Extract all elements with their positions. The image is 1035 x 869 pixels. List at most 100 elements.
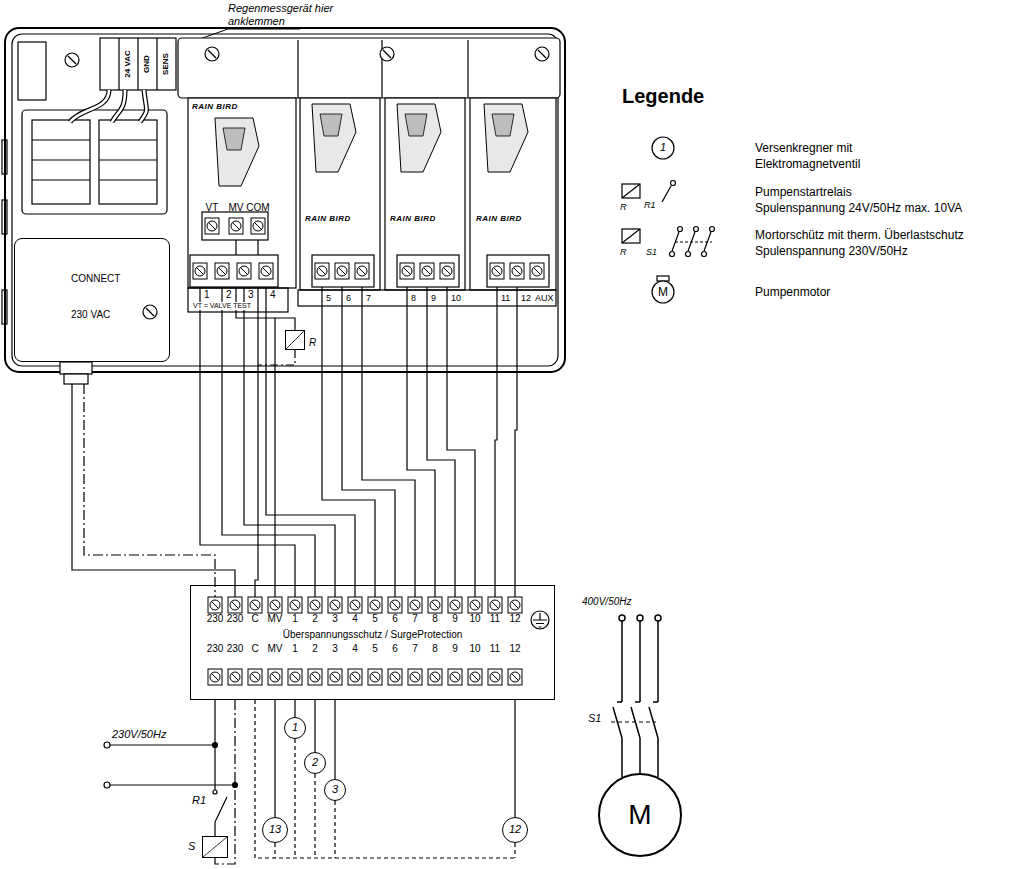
connect-box: CONNECT230 VAC — [14, 238, 170, 362]
terminal-label: 10 — [451, 293, 461, 304]
terminal-label: 230 — [227, 613, 244, 625]
terminal-label: 3 — [248, 289, 254, 301]
symbol-label: R — [620, 202, 627, 213]
valve-wire — [514, 700, 515, 817]
terminal-label: 2 — [312, 643, 318, 655]
surge-terminals — [208, 597, 549, 685]
valve-wire — [274, 700, 275, 817]
legend-text: Versenkregner mit Elektromagnetventil — [755, 140, 860, 172]
terminal-label: 11 — [490, 613, 500, 625]
terminal-label: 4 — [352, 643, 358, 655]
terminal-label: VT — [206, 202, 219, 214]
terminal-label: MV — [268, 613, 283, 625]
node-text: 12 — [509, 823, 521, 836]
symbol-label: S1 — [646, 247, 657, 258]
terminal-label: 5 — [326, 293, 331, 304]
terminal-label: 24 VAC — [123, 50, 133, 77]
terminal-label: 8 — [411, 293, 416, 304]
terminal-label: 4 — [352, 613, 358, 625]
legend-text: Mortorschütz mit therm. Überlastschutz S… — [755, 227, 964, 259]
node-text: 3 — [332, 783, 338, 796]
voltage-label: 400V/50Hz — [582, 596, 631, 608]
callout-number: 1 — [660, 141, 666, 154]
note-text: Regenmessgerät hier anklemmen — [228, 2, 333, 28]
terminal-label: 6 — [392, 613, 398, 625]
node-text: S — [188, 840, 195, 853]
control-wires — [72, 234, 517, 864]
legend-text: Pumpenstartrelais Spulenspannung 24V/50H… — [755, 184, 962, 216]
legend-heading: Legende — [622, 84, 704, 108]
terminal-label: GND — [142, 55, 152, 73]
pump-motor: M — [598, 773, 682, 857]
terminal-label: 12 — [509, 613, 520, 625]
terminal-label: 4 — [270, 289, 276, 301]
terminal-label: 9 — [431, 293, 436, 304]
valve-callout: 2 — [304, 752, 326, 774]
terminal-label: 2 — [226, 289, 232, 301]
valve-callout: 3 — [324, 779, 346, 801]
terminal-label: 230 — [227, 643, 244, 655]
terminal-label: 3 — [332, 643, 338, 655]
terminal-label: 5 — [372, 643, 378, 655]
terminal-label: 10 — [469, 613, 480, 625]
symbol-label: R1 — [644, 200, 656, 211]
terminal-label: MV — [229, 202, 244, 214]
terminal-label: 3 — [332, 613, 338, 625]
terminal-label: 1 — [292, 613, 298, 625]
terminal-label: 6 — [392, 643, 398, 655]
node-text: 2 — [312, 756, 318, 769]
symbol-label: S1 — [588, 712, 601, 725]
surge-protection-strip: Überspannungsschutz / SurgeProtection — [190, 585, 555, 700]
controller-modules — [178, 38, 560, 290]
terminal-blocks — [188, 212, 556, 312]
terminal-label: 11 — [490, 643, 500, 655]
terminal-label: 12 — [521, 293, 531, 304]
terminal-label: COM — [246, 202, 269, 214]
terminal-label: 7 — [412, 643, 418, 655]
symbol-label: R — [620, 247, 627, 258]
valve-callout: 1 — [284, 717, 306, 739]
terminal-label: 7 — [412, 613, 418, 625]
controller-housing — [2, 28, 565, 384]
terminal-label: MV — [268, 643, 283, 655]
terminal-label: 1 — [204, 289, 210, 301]
node-text: 1 — [292, 721, 298, 734]
valve-wire — [314, 700, 315, 752]
legend-symbols — [622, 137, 715, 303]
node-text: Überspannungsschutz / SurgeProtection — [283, 629, 463, 641]
brand-logo: RAIN BIRD — [476, 214, 522, 224]
coil-diagonal — [286, 331, 304, 349]
node-text: 13 — [269, 823, 281, 836]
symbol-label: R1 — [192, 794, 206, 807]
terminal-label: 12 — [509, 643, 520, 655]
node-text: R — [309, 337, 316, 349]
pump-start-relay: R — [285, 330, 305, 350]
symbol-label: M — [658, 285, 668, 299]
terminal-note: VT = VALVE TEST — [192, 302, 252, 310]
valve-wire — [294, 700, 295, 717]
coil-diagonal — [203, 837, 227, 857]
brand-logo: RAIN BIRD — [305, 214, 351, 224]
terminal-label: 5 — [372, 613, 378, 625]
terminal-label: 1 — [292, 643, 298, 655]
valve-callout: 12 — [502, 817, 528, 843]
terminal-label: 230 — [207, 613, 224, 625]
node-text: M — [628, 798, 651, 832]
valve-wire — [334, 700, 335, 779]
terminal-label: 2 — [312, 613, 318, 625]
brand-logo: RAIN BIRD — [390, 214, 436, 224]
terminal-label: 9 — [452, 643, 458, 655]
valve-callout: 13 — [262, 817, 288, 843]
motor-circuit — [611, 615, 661, 777]
terminal-label: 9 — [452, 613, 458, 625]
legend-text: Pumpenmotor — [755, 284, 830, 300]
terminal-label: 11 — [501, 293, 510, 304]
terminal-label: SENS — [161, 53, 171, 75]
terminal-label: 8 — [432, 643, 438, 655]
terminal-label: 7 — [366, 293, 371, 304]
terminal-label: 10 — [469, 643, 480, 655]
contactor-coil: S — [202, 836, 228, 858]
terminal-label: C — [251, 613, 258, 625]
voltage-label: 230V/50Hz — [112, 728, 166, 741]
